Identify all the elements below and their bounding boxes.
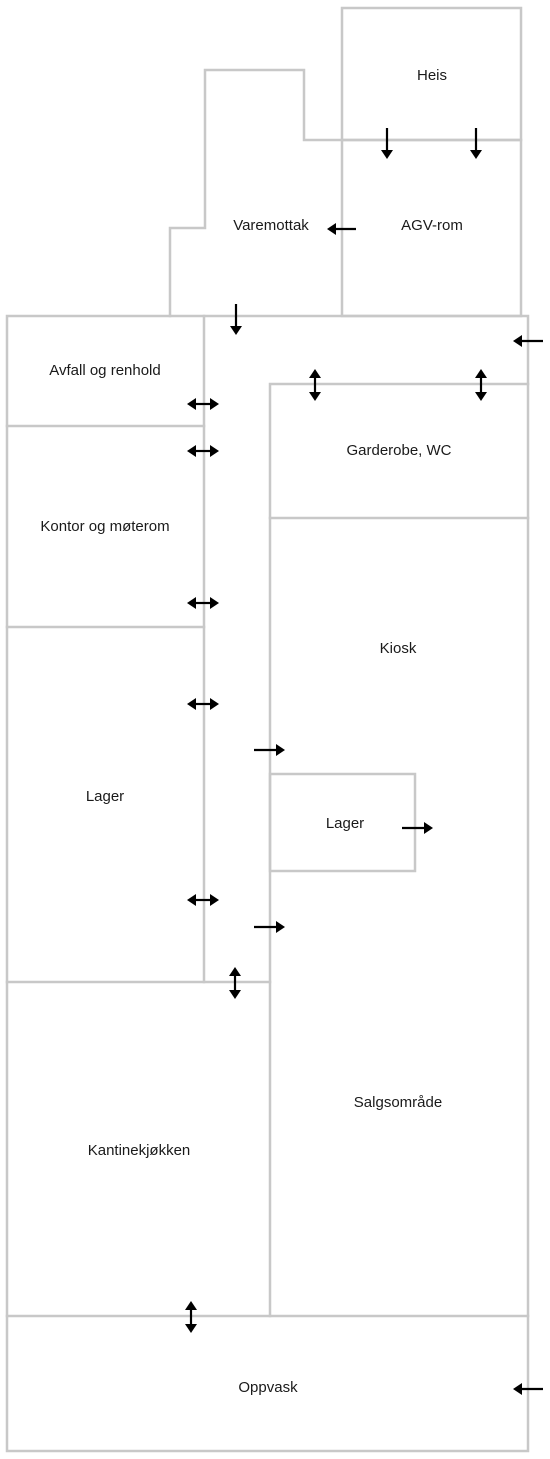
arrow-left-right-icon xyxy=(187,894,219,906)
arrow-left-icon xyxy=(513,1383,543,1395)
arrow-right-icon xyxy=(254,744,285,756)
arrow-up-down-icon xyxy=(229,967,241,999)
arrow-left-icon xyxy=(513,335,543,347)
arrow-left-right-icon xyxy=(187,597,219,609)
label-varemottak: Varemottak xyxy=(233,217,309,234)
label-avfall-og-renhold: Avfall og renhold xyxy=(49,362,160,379)
arrow-down-icon xyxy=(230,304,242,335)
label-kiosk-lager: Lager xyxy=(326,815,364,832)
flow-arrows xyxy=(185,128,543,1395)
arrow-up-down-icon xyxy=(185,1301,197,1333)
arrow-down-icon xyxy=(381,128,393,159)
arrow-left-right-icon xyxy=(187,398,219,410)
walls xyxy=(5,6,530,1453)
wall-varemottak xyxy=(168,68,344,318)
label-kiosk: Kiosk xyxy=(380,640,417,657)
wall-main-building xyxy=(5,314,530,1453)
arrow-left-right-icon xyxy=(187,698,219,710)
label-kontor-og-moterom: Kontor og møterom xyxy=(40,518,169,535)
arrow-left-right-icon xyxy=(187,445,219,457)
label-kantinekjokken: Kantinekjøkken xyxy=(88,1142,191,1159)
label-garderobe-wc: Garderobe, WC xyxy=(346,442,451,459)
arrow-up-down-icon xyxy=(309,369,321,401)
wall-kiosk-lager xyxy=(268,772,417,873)
room-labels: Heis AGV-rom Varemottak Avfall og renhol… xyxy=(40,67,462,1396)
arrow-up-down-icon xyxy=(475,369,487,401)
label-salgsomrade: Salgsområde xyxy=(354,1094,442,1111)
arrow-right-icon xyxy=(254,921,285,933)
wall-right-block xyxy=(268,382,530,1318)
label-heis: Heis xyxy=(417,67,447,84)
label-lager: Lager xyxy=(86,788,124,805)
arrow-right-icon xyxy=(402,822,433,834)
arrow-left-icon xyxy=(327,223,356,235)
arrow-down-icon xyxy=(470,128,482,159)
label-oppvask: Oppvask xyxy=(238,1379,298,1396)
label-agv-rom: AGV-rom xyxy=(401,217,463,234)
